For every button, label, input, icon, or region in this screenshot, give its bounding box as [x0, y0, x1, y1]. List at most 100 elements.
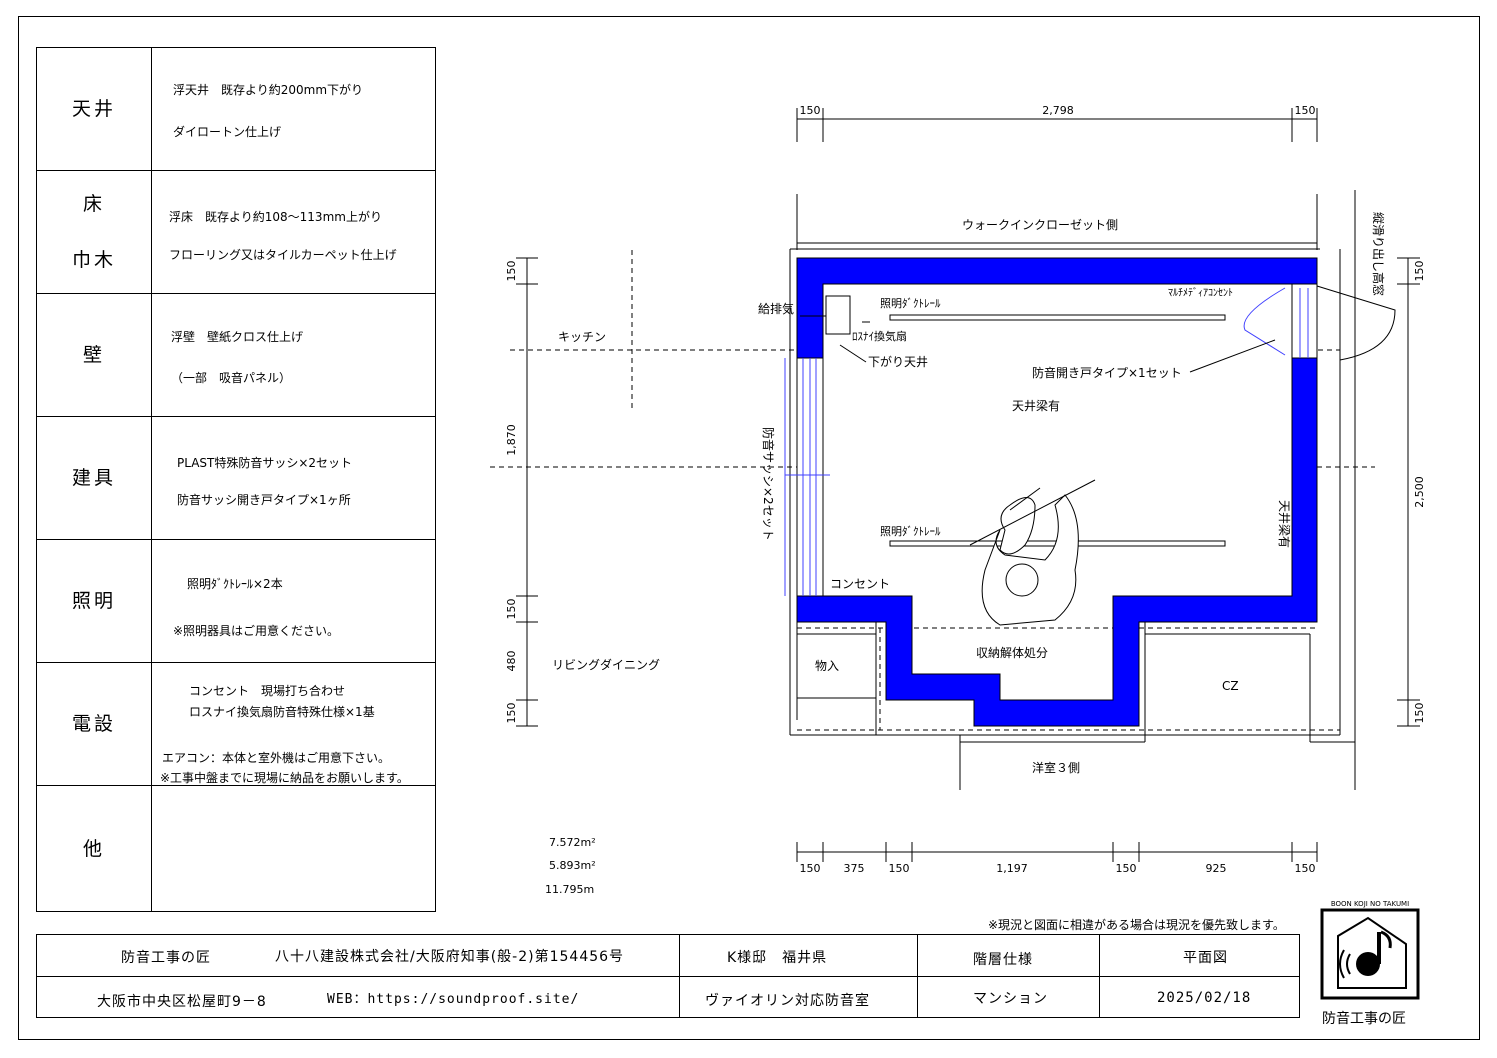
spec-line: 照明ﾀﾞｸﾄﾚｰﾙ×2本 — [187, 577, 283, 591]
dim-bottom-6: 925 — [1206, 862, 1227, 875]
company-brand: 防音工事の匠 — [121, 950, 211, 966]
dim-bottom-2: 375 — [844, 862, 865, 875]
spec-row-ceiling: 天井 浮天井 既存より約200mm下がり ダイロートン仕上げ — [37, 48, 435, 171]
dim-left-2: 1,870 — [505, 424, 518, 456]
violinist-figure — [969, 479, 1096, 626]
dim-bottom-1: 150 — [800, 862, 821, 875]
spec-category: 照明 — [37, 540, 152, 662]
lighting-rail-top — [889, 314, 1226, 321]
title-block: 防音工事の匠 八十八建設株式会社/大阪府知事(般-2)第154456号 K様邸 … — [36, 934, 1300, 1018]
label-beam-1: 天井梁有 — [1012, 398, 1060, 413]
spec-category: 天井 — [37, 48, 152, 170]
spec-category: 電設 — [37, 663, 152, 785]
dim-left-5: 150 — [505, 703, 518, 724]
label-western-room: 洋室３側 — [1032, 760, 1080, 775]
door-opening — [1291, 283, 1318, 359]
project-name: ヴァイオリン対応防音室 — [705, 993, 870, 1009]
spec-line: ダイロートン仕上げ — [173, 125, 282, 139]
dimension-bottom — [796, 842, 1318, 862]
company-address: 大阪市中央区松屋町9－8 — [97, 994, 267, 1010]
sash-window — [784, 358, 830, 596]
spec-line: 防音サッシ開き戸タイプ×1ヶ所 — [177, 493, 351, 507]
spec-category-label: 電設 — [71, 713, 116, 735]
logo-caption: 防音工事の匠 — [1322, 1011, 1406, 1027]
spec-category: 床巾木 — [37, 171, 152, 293]
dim-left-4: 480 — [505, 651, 518, 672]
drawing-date: 2025/02/18 — [1157, 990, 1252, 1006]
spec-category-label: 天井 — [71, 98, 116, 120]
label-walk-in: ウォークインクローゼット側 — [962, 218, 1118, 232]
spec-line: フローリング又はタイルカーペット仕上げ — [169, 248, 397, 262]
label-kitchen: キッチン — [558, 330, 606, 344]
spec-row-floor: 床巾木 浮床 既存より約108〜113mm上がり フローリング又はタイルカーペッ… — [37, 171, 435, 294]
door-swing — [1243, 287, 1309, 358]
dim-left-3: 150 — [505, 599, 518, 620]
spec-line: PLAST特殊防音サッシ×2セット — [177, 456, 353, 470]
dim-top-1: 150 — [800, 104, 821, 117]
spec-row-other: 他 — [37, 786, 435, 911]
label-disposal: 収納解体処分 — [976, 646, 1048, 660]
area-2: 5.893m² — [549, 859, 596, 872]
leader-lines — [839, 321, 1276, 373]
dim-bottom-5: 150 — [1116, 862, 1137, 875]
dim-right-2: 2,500 — [1413, 476, 1426, 508]
logo-mark: BOON KOJI NO TAKUMI — [1320, 900, 1420, 1000]
soundproof-wall — [796, 257, 1318, 727]
building-type: マンション — [973, 991, 1048, 1007]
spec-category-label: 壁 — [82, 344, 105, 366]
logo-ring-text: BOON KOJI NO TAKUMI — [1331, 900, 1409, 908]
spec-category-label: 照明 — [71, 590, 116, 612]
lossnay-fan — [825, 295, 851, 335]
dimension-top — [796, 108, 1318, 142]
spec-line: （一部 吸音パネル） — [171, 371, 292, 385]
spec-line: ロスナイ換気扇防音特殊仕様×1基 — [189, 705, 375, 719]
spec-line: ※工事中盤までに現場に納品をお願いします。 — [160, 771, 409, 785]
spec-table: 天井 浮天井 既存より約200mm下がり ダイロートン仕上げ 床巾木 浮床 既存… — [36, 47, 436, 912]
area-3: 11.795m — [545, 883, 594, 896]
dim-left-1: 150 — [505, 261, 518, 282]
label-outlet: コンセント — [830, 577, 890, 591]
label-cz: CZ — [1222, 679, 1239, 693]
drawing-type: 平面図 — [1183, 950, 1228, 966]
spec-category: 建具 — [37, 417, 152, 539]
spec-row-wall: 壁 浮壁 壁紙クロス仕上げ （一部 吸音パネル） — [37, 294, 435, 417]
spec-line: 浮天井 既存より約200mm下がり — [173, 83, 364, 97]
dim-right-3: 150 — [1413, 703, 1426, 724]
label-supply-exhaust: 給排気 — [758, 301, 794, 316]
client-name: K様邸 福井県 — [727, 950, 828, 966]
label-rail-top: 照明ﾀﾞｸﾄﾚｰﾙ — [880, 297, 941, 310]
drawing-frame — [18, 16, 1480, 1040]
label-sash: 防音サッシ×2セット — [761, 427, 776, 541]
dimension-left — [516, 257, 538, 727]
spec-line: 浮床 既存より約108〜113mm上がり — [169, 210, 382, 224]
spec-line: ※照明器具はご用意ください。 — [173, 624, 340, 638]
existing-walls — [789, 190, 1356, 790]
dim-right-1: 150 — [1413, 261, 1426, 282]
company-web: WEB：https://soundproof.site/ — [327, 992, 580, 1007]
company-license: 八十八建設株式会社/大阪府知事(般-2)第154456号 — [275, 949, 625, 965]
spec-category-label: 他 — [82, 837, 105, 860]
soundproof-wall-outline — [796, 257, 1318, 727]
label-storage: 物入 — [815, 659, 839, 673]
dim-bottom-4: 1,197 — [996, 862, 1028, 875]
label-rail-bottom: 照明ﾀﾞｸﾄﾚｰﾙ — [880, 525, 941, 538]
label-living: リビングダイニング — [552, 657, 660, 672]
spec-category: 壁 — [37, 294, 152, 416]
spec-row-lighting: 照明 照明ﾀﾞｸﾄﾚｰﾙ×2本 ※照明器具はご用意ください。 — [37, 540, 435, 663]
spec-line: エアコン：本体と室外機はご用意下さい。 — [162, 751, 391, 765]
dim-bottom-7: 150 — [1295, 862, 1316, 875]
spec-line: コンセント 現場打ち合わせ — [189, 684, 346, 698]
label-high-window: 縦滑り出し高窓 — [1371, 212, 1386, 296]
spec-line: 浮壁 壁紙クロス仕上げ — [171, 330, 304, 344]
notice-text: ※現況と図面に相違がある場合は現況を優先致します。 — [988, 918, 1285, 932]
spec-category-label: 建具 — [71, 467, 116, 489]
dashed-guides — [490, 250, 1375, 731]
label-lossnay: ﾛｽﾅｲ換気扇 — [852, 329, 907, 343]
spec-row-fittings: 建具 PLAST特殊防音サッシ×2セット 防音サッシ開き戸タイプ×1ヶ所 — [37, 417, 435, 540]
floor-spec: 階層仕様 — [973, 952, 1033, 968]
dimension-right — [1397, 257, 1420, 727]
high-window-swing — [1316, 285, 1396, 361]
dim-bottom-3: 150 — [889, 862, 910, 875]
label-multimedia: ﾏﾙﾁﾒﾃﾞｨｱｺﾝｾﾝﾄ — [1168, 287, 1233, 299]
